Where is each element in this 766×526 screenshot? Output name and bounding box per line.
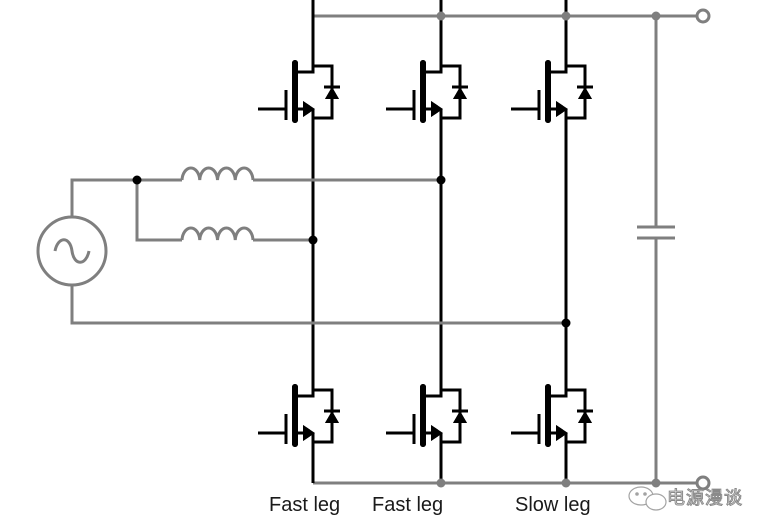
junction-dot [436,11,446,21]
junction-dot [561,11,571,21]
junction-dot [436,175,446,185]
mosfet-q3-high [511,0,593,120]
watermark-text: 电源漫谈 [667,488,743,510]
leg2-label: Fast leg [372,494,444,516]
mosfet-q2-high [386,0,468,120]
terminal-dc-positive [695,8,711,24]
junction-dot [308,235,318,245]
inductor-l1 [180,166,255,181]
sine-icon [53,238,91,264]
junction-dot [561,478,571,488]
leg3-label: Slow leg [515,494,591,516]
wechat-icon [628,486,667,511]
ac-return-wire [70,285,566,325]
junction-dot [561,318,571,328]
junction-dot [651,478,661,488]
junction-dot [436,478,446,488]
junction-dot [651,11,661,21]
leg1-label: Fast leg [269,494,341,516]
terminal-dc-negative [695,475,711,491]
ac-source [36,215,108,287]
junction-dot [132,175,142,185]
inductor-l2 [180,226,255,241]
l2-branch-wire [135,180,182,242]
mosfet-q1-high [258,0,340,120]
ac-top-wire [70,178,182,218]
